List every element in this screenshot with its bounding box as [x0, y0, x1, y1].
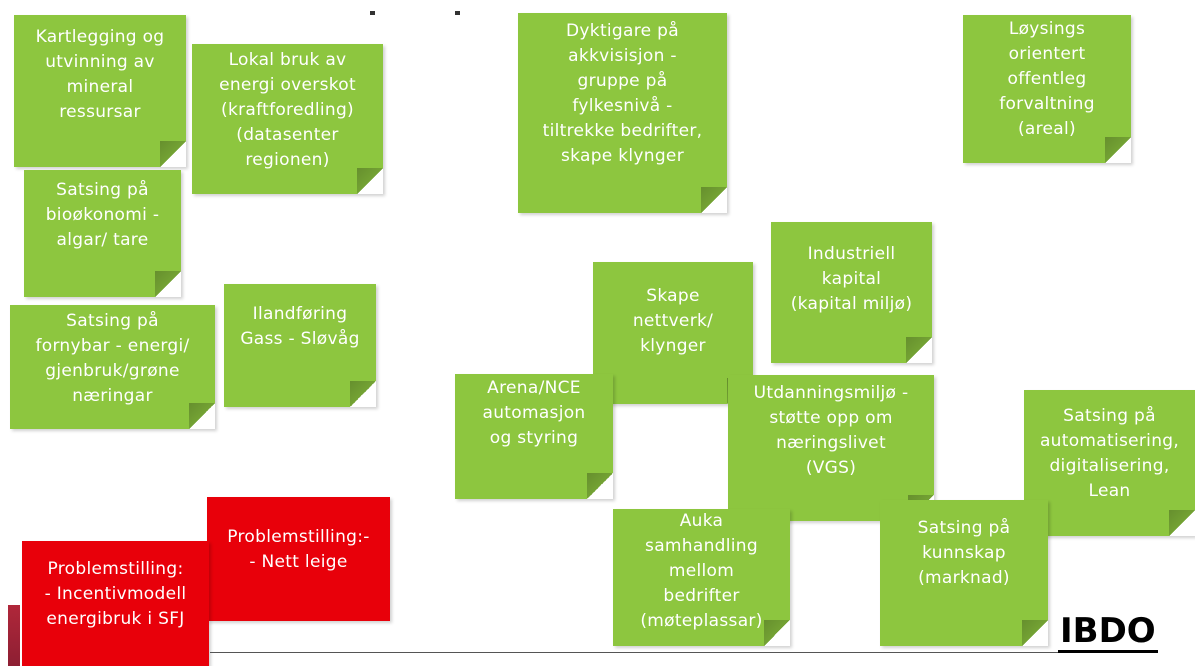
- note-fold: [160, 141, 186, 167]
- note-fold: [1169, 510, 1195, 536]
- note-text: Auka samhandling mellom bedrifter (møtep…: [640, 511, 763, 631]
- note-fornybar[interactable]: Satsing på fornybar - energi/ gjenbruk/g…: [10, 305, 215, 429]
- note-text: Ilandføring Gass - Sløvåg: [240, 304, 360, 349]
- note-text: Satsing på fornybar - energi/ gjenbruk/g…: [35, 311, 190, 406]
- note-text: Løysings orientert offentleg forvaltning…: [999, 19, 1095, 139]
- note-ilandforing[interactable]: Ilandføring Gass - Sløvåg: [224, 284, 376, 407]
- note-loysings[interactable]: Løysings orientert offentleg forvaltning…: [963, 15, 1131, 163]
- note-automatisering[interactable]: Satsing på automatisering, digitaliserin…: [1024, 390, 1195, 536]
- note-fold: [587, 473, 613, 499]
- note-text: Dyktigare på akkvisisjon - gruppe på fyl…: [542, 21, 703, 166]
- note-fold: [1105, 137, 1131, 163]
- note-text: Satsing på bioøkonomi - algar/ tare: [45, 180, 160, 250]
- note-biookonomi[interactable]: Satsing på bioøkonomi - algar/ tare: [24, 170, 181, 297]
- note-text: Problemstilling: - Incentivmodell energi…: [44, 559, 187, 629]
- note-fold: [350, 381, 376, 407]
- note-text: Satsing på automatisering, digitaliserin…: [1039, 406, 1180, 501]
- note-problem-nettleige[interactable]: Problemstilling:- - Nett leige: [207, 497, 390, 621]
- note-text: Kartlegging og utvinning av mineral ress…: [35, 27, 165, 122]
- note-text: Satsing på kunnskap (marknad): [917, 518, 1011, 588]
- note-fold: [189, 403, 215, 429]
- note-text: Industriell kapital (kapital miljø): [790, 244, 913, 314]
- note-arena-nce[interactable]: Arena/NCE automasjon og styring: [455, 374, 613, 499]
- note-kunnskap[interactable]: Satsing på kunnskap (marknad): [880, 500, 1048, 646]
- note-fold: [357, 168, 383, 194]
- note-text: Utdanningsmiljø - støtte opp om næringsl…: [753, 383, 909, 478]
- bdo-logo: IBDO: [1058, 611, 1158, 653]
- note-auka[interactable]: Auka samhandling mellom bedrifter (møtep…: [613, 509, 790, 646]
- note-fold: [155, 271, 181, 297]
- note-fold: [701, 187, 727, 213]
- footer-divider: [210, 652, 1070, 653]
- note-fold: [1022, 620, 1048, 646]
- note-fold: [906, 337, 932, 363]
- note-fold: [764, 620, 790, 646]
- note-problem-incentiv[interactable]: Problemstilling: - Incentivmodell energi…: [22, 541, 209, 666]
- note-skape-nettverk[interactable]: Skape nettverk/ klynger: [593, 262, 753, 404]
- note-dyktigare[interactable]: Dyktigare på akkvisisjon - gruppe på fyl…: [518, 13, 727, 213]
- note-text: Lokal bruk av energi overskot (kraftfore…: [219, 50, 356, 170]
- note-lokal-bruk[interactable]: Lokal bruk av energi overskot (kraftfore…: [192, 44, 383, 194]
- note-text: Skape nettverk/ klynger: [632, 286, 714, 356]
- note-text: Arena/NCE automasjon og styring: [482, 378, 586, 448]
- decorative-wedge: [8, 605, 20, 666]
- note-utdanning[interactable]: Utdanningsmiljø - støtte opp om næringsl…: [728, 375, 934, 521]
- note-industriell[interactable]: Industriell kapital (kapital miljø): [771, 222, 932, 363]
- note-kartlegging[interactable]: Kartlegging og utvinning av mineral ress…: [14, 15, 186, 167]
- top-strip: [370, 0, 550, 15]
- note-text: Problemstilling:- - Nett leige: [227, 527, 370, 572]
